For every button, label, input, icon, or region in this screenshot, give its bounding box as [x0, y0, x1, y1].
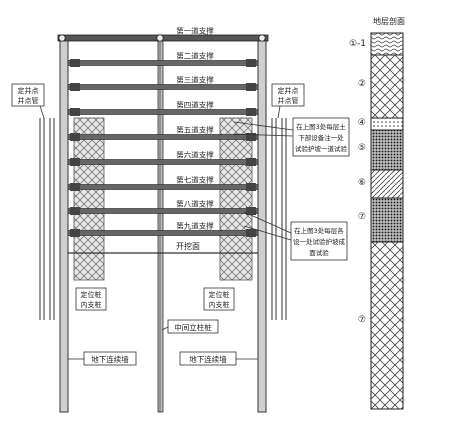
cap-node-3: [258, 34, 266, 42]
soil-column-title: 地层剖面: [373, 16, 405, 26]
excavation-bottom-label: 开挖面: [176, 241, 200, 251]
strut-label: 第六道支撑: [176, 150, 214, 160]
callout-bottom-line-1: 在上图3处每层各: [294, 226, 344, 235]
strut-waler-left: [70, 133, 80, 141]
strut-label: 第七道支撑: [176, 175, 214, 185]
strut-waler-right: [246, 83, 256, 91]
soil-layer-label: ⑦: [358, 315, 366, 325]
soil-layer-label: ①-1: [349, 39, 366, 49]
strut-label: 第二道支撑: [176, 51, 214, 61]
callout-top-line-3: 试验护坡一道试验: [295, 144, 348, 153]
strut-beam: [67, 208, 259, 214]
strut-waler-left: [70, 229, 80, 237]
callout-bottom-box: [290, 221, 348, 261]
strut-label: 第一道支撑: [176, 26, 214, 36]
well-left-label-1: 定井点: [18, 86, 39, 95]
soil-layer-label: ⑦: [358, 212, 366, 222]
pile-zone-left: [73, 117, 105, 281]
pile-right-label-2: 内支桩: [209, 300, 230, 309]
strut-waler-right: [246, 158, 256, 166]
soil-layer-label: ⑤: [358, 143, 366, 153]
callout-top-line-2: 下部设备注一处: [298, 133, 344, 142]
soil-layer: [370, 32, 404, 56]
well-point-pipes-left: [39, 118, 55, 320]
strut-label: 第三道支撑: [176, 75, 214, 85]
strut-label: 第四道支撑: [176, 100, 214, 110]
pile-zone-right: [219, 117, 253, 281]
strut-beam: [67, 60, 259, 66]
well-left-label-2: 井点管: [18, 96, 39, 105]
strut-label: 第九道支撑: [176, 221, 214, 231]
strut-waler-right: [246, 183, 256, 191]
soil-column-frame: [370, 32, 404, 410]
well-right-label-1: 定井点: [278, 86, 299, 95]
strut-waler-left: [70, 158, 80, 166]
strut-waler-right: [246, 133, 256, 141]
soil-layer: [370, 197, 404, 243]
strut-waler-left: [70, 108, 80, 116]
strut-waler-right: [246, 229, 256, 237]
wall-left-label: 地下连续墙: [91, 354, 129, 364]
well-point-pipes-right: [271, 118, 287, 320]
callout-top-box: [292, 117, 350, 157]
strut-beam: [67, 159, 259, 165]
diaphragm-wall-left: [59, 37, 69, 413]
soil-layer-label: ④: [358, 118, 366, 128]
soil-layer: [370, 54, 404, 119]
soil-layer: [370, 169, 404, 199]
pile-left-label-1: 定位桩: [81, 290, 102, 299]
strut-beam: [67, 84, 259, 90]
callout-bottom-line-3: 面试验: [309, 248, 329, 257]
strut-waler-left: [70, 59, 80, 67]
strut-waler-left: [70, 207, 80, 215]
middle-column-label: 中间立柱桩: [174, 322, 212, 332]
strut-beam: [67, 134, 259, 140]
diaphragm-wall-right: [257, 37, 267, 413]
strut-beam: [67, 109, 259, 115]
middle-column-pile: [157, 37, 164, 413]
strut-label: 第八道支撑: [176, 199, 214, 209]
wall-right-label: 地下连续墙: [189, 354, 227, 364]
strut-label: 第五道支撑: [176, 125, 214, 135]
well-right-label-2: 井点管: [278, 96, 299, 105]
pile-left-label-2: 内支桩: [81, 300, 102, 309]
strut-beam: [67, 230, 259, 236]
soil-layer-label: ②: [358, 79, 366, 89]
cap-node-1: [58, 34, 66, 42]
cap-node-2: [156, 34, 164, 42]
strut-waler-left: [70, 183, 80, 191]
callout-bottom-line-2: 设一处试验护坡成: [293, 237, 346, 246]
strut-waler-left: [70, 83, 80, 91]
strut-beam: [67, 184, 259, 190]
callout-top-line-1: 在上图3处每层土: [296, 122, 346, 131]
soil-layer: [370, 129, 404, 171]
soil-layer: [370, 117, 404, 131]
strut-waler-right: [246, 108, 256, 116]
strut-waler-right: [246, 59, 256, 67]
pile-right-label-1: 定位桩: [209, 290, 230, 299]
soil-layer: [370, 241, 404, 410]
strut-waler-right: [246, 207, 256, 215]
soil-layer-label: ⑥: [358, 178, 366, 188]
